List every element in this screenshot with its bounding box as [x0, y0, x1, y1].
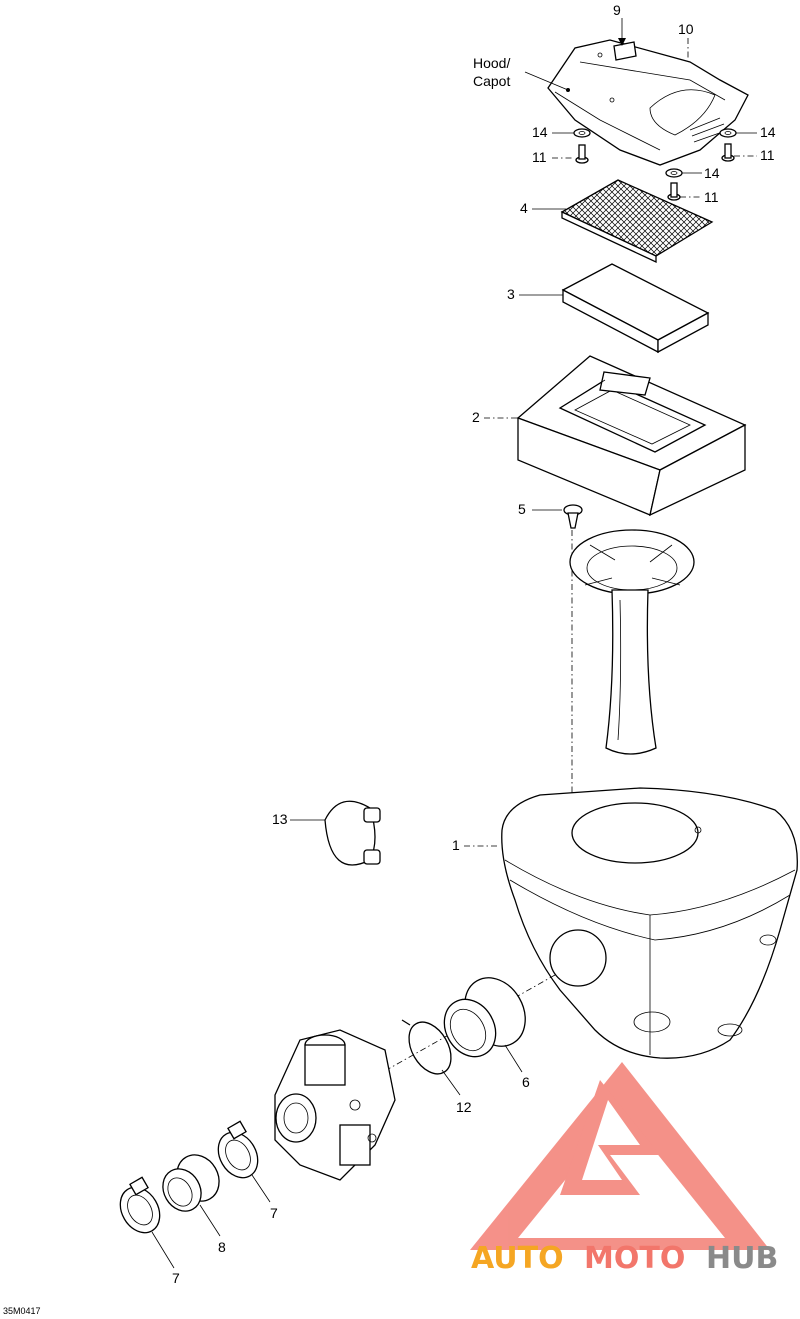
callout-11-left[interactable]: 11	[532, 149, 547, 165]
screw-center	[667, 182, 681, 201]
callout-7-upper[interactable]: 7	[270, 1205, 278, 1221]
wordmark-auto: AUTO	[471, 1241, 564, 1276]
washer-center	[665, 168, 683, 178]
wordmark-moto: MOTO	[584, 1241, 685, 1276]
part-hood	[547, 39, 749, 166]
callout-12[interactable]: 12	[456, 1099, 472, 1115]
part-strap	[324, 800, 381, 866]
automotohub-logo	[470, 1062, 770, 1250]
callout-14-right[interactable]: 14	[760, 124, 776, 140]
part-rivet	[563, 504, 583, 529]
wordmark-hub: HUB	[706, 1241, 778, 1276]
part-bellows	[443, 977, 526, 1058]
callout-7-lower[interactable]: 7	[172, 1270, 180, 1286]
part-hose-clamp-lower	[119, 1176, 161, 1234]
screw-left	[575, 144, 589, 164]
callout-11-right[interactable]: 11	[760, 147, 775, 163]
part-adapter	[162, 1154, 220, 1212]
automotohub-wordmark: AUTO MOTO HUB	[471, 1241, 778, 1276]
callout-9[interactable]: 9	[613, 2, 621, 18]
hood-label: Hood/	[473, 55, 510, 71]
part-carburetor	[274, 1029, 396, 1181]
callout-2[interactable]: 2	[472, 409, 480, 425]
capot-label: Capot	[473, 73, 510, 89]
callout-14-center[interactable]: 14	[704, 165, 720, 181]
callout-11-center[interactable]: 11	[704, 189, 719, 205]
part-intake-support	[569, 529, 695, 755]
part-filter-pad	[561, 263, 710, 354]
callout-10[interactable]: 10	[678, 21, 694, 37]
part-airbox	[501, 787, 798, 1059]
callout-6[interactable]: 6	[522, 1074, 530, 1090]
part-hose-clamp-upper	[217, 1120, 259, 1179]
callout-5[interactable]: 5	[518, 501, 526, 517]
callout-3[interactable]: 3	[507, 286, 515, 302]
callout-8[interactable]: 8	[218, 1239, 226, 1255]
screw-right	[721, 143, 735, 162]
washer-left	[573, 128, 591, 138]
part-9-label-sticker	[613, 18, 637, 61]
figure-code: 35M0417	[3, 1306, 41, 1316]
washer-right	[719, 128, 737, 138]
callout-1[interactable]: 1	[452, 837, 460, 853]
callout-13[interactable]: 13	[272, 811, 288, 827]
callout-14-left[interactable]: 14	[532, 124, 548, 140]
part-screen	[560, 179, 714, 264]
part-foam-frame	[516, 355, 747, 517]
callout-4[interactable]: 4	[520, 200, 528, 216]
